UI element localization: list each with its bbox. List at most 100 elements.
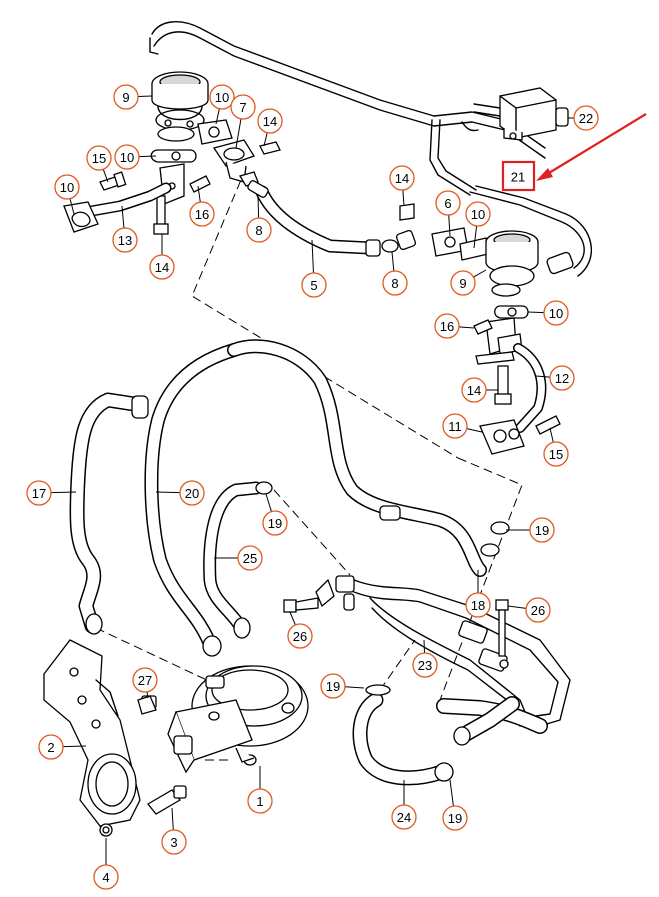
callout-18: 18 [465, 592, 491, 618]
callout-label: 20 [185, 486, 199, 501]
callout-10: 10 [114, 144, 140, 170]
callout-label: 7 [239, 100, 246, 115]
callout-label: 4 [102, 870, 109, 885]
callout-circle [247, 788, 273, 814]
callout-circle [435, 190, 461, 216]
callout-label: 16 [195, 207, 209, 222]
callout-label: 22 [579, 111, 593, 126]
callout-6: 6 [435, 190, 461, 216]
callout-leader-16 [197, 185, 201, 203]
callout-label: 18 [471, 598, 485, 613]
callout-leader-9 [473, 269, 487, 278]
callout-leader-14 [263, 132, 268, 147]
callout-leader-10 [138, 155, 157, 158]
callout-10: 10 [209, 84, 235, 110]
callout-leader-8 [391, 251, 395, 272]
callout-22: 22 [573, 105, 599, 131]
vacuum-line-top [149, 21, 593, 277]
callout-circle [179, 480, 205, 506]
callout-label: 10 [120, 150, 134, 165]
hose-24 [352, 684, 454, 786]
callout-label: 14 [155, 260, 169, 275]
callout-circle [549, 365, 575, 391]
callout-leader-8 [257, 195, 260, 219]
callout-leader-14 [402, 189, 405, 207]
callout-circle [320, 673, 346, 699]
callout-15: 15 [86, 145, 112, 171]
callout-circle [442, 805, 468, 831]
callout-circle [246, 217, 272, 243]
callout-circle [132, 667, 158, 693]
callout-circle [86, 145, 112, 171]
callout-label: 19 [535, 523, 549, 538]
callout-label: 14 [395, 171, 409, 186]
callout-leader-11 [466, 428, 483, 433]
callout-15: 15 [543, 441, 569, 467]
callout-leader-15 [102, 169, 109, 183]
solenoid-valve-22 [473, 87, 569, 141]
callout-circle [161, 829, 187, 855]
callout-5: 5 [301, 272, 327, 298]
callout-25: 25 [237, 545, 263, 571]
callout-label: 9 [122, 90, 129, 105]
callout-label: 6 [444, 196, 451, 211]
callout-circle [434, 313, 460, 339]
callout-label: 19 [268, 516, 282, 531]
callout-circle [461, 377, 487, 403]
callout-label: 24 [397, 810, 411, 825]
callout-leader-19 [449, 779, 454, 807]
callout-circle [93, 864, 119, 890]
callout-leader-2 [62, 745, 87, 748]
hose-5 [247, 180, 417, 257]
callout-leader-9 [137, 95, 153, 98]
hose-25 [203, 481, 273, 639]
callout-circle [113, 84, 139, 110]
callout-leader-13 [121, 205, 125, 229]
callout-8: 8 [246, 217, 272, 243]
valve-assembly-right [431, 227, 561, 455]
callout-circle [529, 517, 555, 543]
callout-circle [230, 94, 256, 120]
callout-10: 10 [465, 201, 491, 227]
callout-label: 25 [243, 551, 257, 566]
callout-leaders [50, 95, 574, 865]
bolt-26 [495, 599, 509, 657]
callout-label: 15 [92, 151, 106, 166]
callout-10: 10 [54, 174, 80, 200]
callout-label: 10 [471, 207, 485, 222]
callout-label: 27 [138, 673, 152, 688]
callout-label: 23 [418, 658, 432, 673]
callout-circle [189, 201, 215, 227]
callout-label: 11 [448, 419, 462, 434]
callout-circle [465, 592, 491, 618]
callout-leader-26 [507, 605, 527, 609]
callout-leader-10 [527, 311, 545, 314]
callout-leader-6 [448, 214, 451, 237]
callout-leader-3 [171, 807, 174, 831]
callout-circle [112, 227, 138, 253]
callout-circle [38, 734, 64, 760]
callout-label: 8 [255, 223, 262, 238]
callout-label: 12 [555, 371, 569, 386]
clip-27 [137, 695, 157, 715]
pipe-assembly-23 [315, 575, 571, 746]
bolt-3 [147, 785, 187, 815]
callout-circle [301, 272, 327, 298]
callout-label: 14 [263, 114, 277, 129]
callout-circle [287, 623, 313, 649]
callout-leader-10 [215, 108, 220, 125]
callout-leader-10 [69, 198, 75, 215]
callout-16: 16 [189, 201, 215, 227]
callout-leader-27 [146, 691, 149, 699]
air-pump-1 [141, 665, 309, 774]
callout-circle [54, 174, 80, 200]
callout-label: 19 [448, 811, 462, 826]
callout-17: 17 [26, 480, 52, 506]
callout-leader-23 [423, 639, 426, 654]
callout-circle [465, 201, 491, 227]
callout-19: 19 [320, 673, 346, 699]
callout-label: 19 [326, 679, 340, 694]
callout-leader-7 [235, 118, 242, 149]
callout-leader-10 [473, 225, 478, 249]
